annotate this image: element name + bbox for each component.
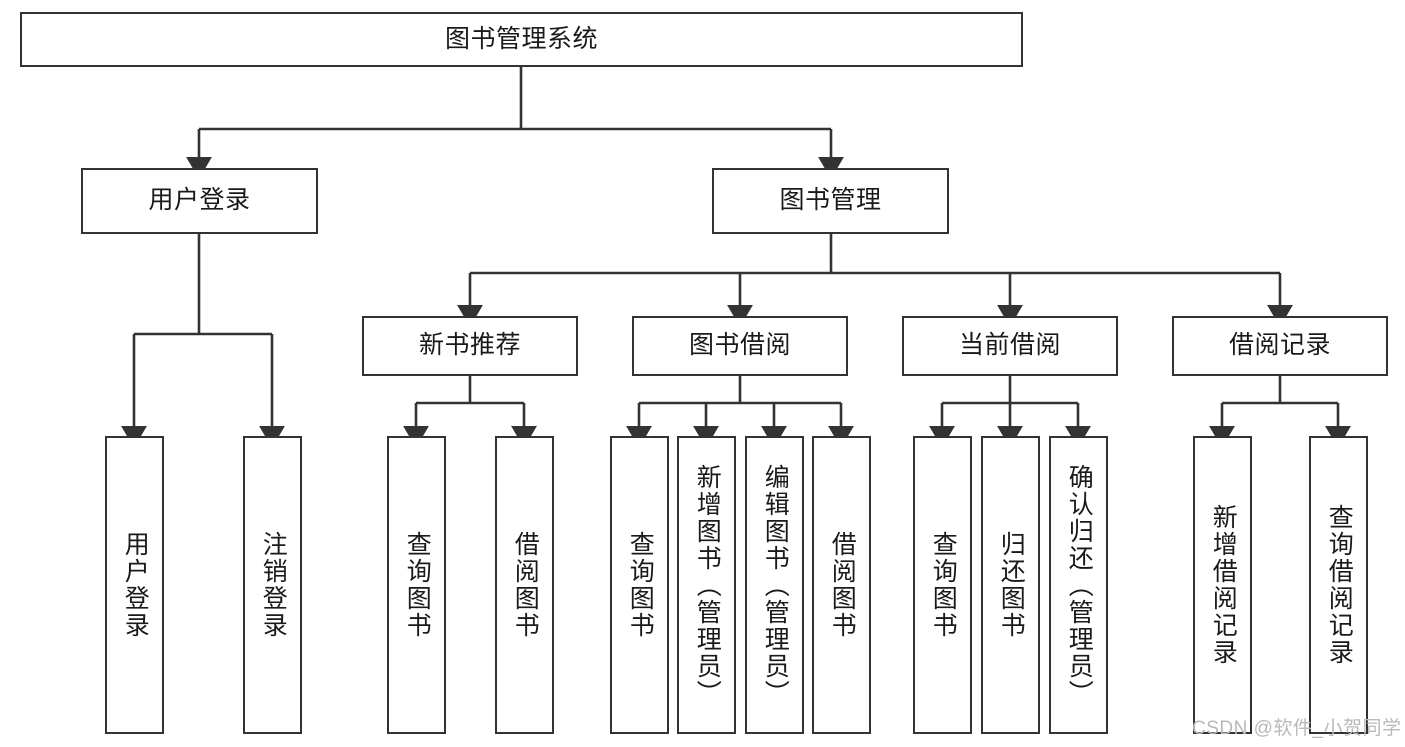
node-book-manage[interactable]: 图书管理 bbox=[712, 168, 949, 234]
csdn-watermark: CSDN @软件_小贺同学 bbox=[1192, 718, 1402, 739]
node-leaf-confirm-return-label: 确认归还（管理员） bbox=[1065, 463, 1094, 707]
node-new-book-recommend[interactable]: 新书推荐 bbox=[362, 316, 578, 376]
node-leaf-query-book-2[interactable]: 查询图书 bbox=[610, 436, 669, 734]
node-leaf-borrow-book-1[interactable]: 借阅图书 bbox=[495, 436, 554, 734]
node-leaf-query-book-3-label: 查询图书 bbox=[929, 531, 958, 639]
node-leaf-logout[interactable]: 注销登录 bbox=[243, 436, 302, 734]
node-leaf-borrow-book-2[interactable]: 借阅图书 bbox=[812, 436, 871, 734]
node-leaf-add-record-label: 新增借阅记录 bbox=[1209, 504, 1238, 666]
node-leaf-query-record-label: 查询借阅记录 bbox=[1325, 504, 1354, 666]
node-leaf-query-record[interactable]: 查询借阅记录 bbox=[1309, 436, 1368, 734]
node-user-login-label: 用户登录 bbox=[148, 186, 251, 215]
node-leaf-edit-book-label: 编辑图书（管理员） bbox=[761, 463, 790, 707]
node-leaf-logout-label: 注销登录 bbox=[259, 531, 288, 639]
node-borrow-record-label: 借阅记录 bbox=[1228, 331, 1331, 360]
node-book-manage-label: 图书管理 bbox=[779, 186, 882, 215]
node-new-book-recommend-label: 新书推荐 bbox=[418, 331, 521, 360]
node-leaf-return-book[interactable]: 归还图书 bbox=[981, 436, 1040, 734]
node-leaf-query-book-1-label: 查询图书 bbox=[403, 531, 432, 639]
node-book-borrow-label: 图书借阅 bbox=[688, 331, 791, 360]
node-leaf-query-book-2-label: 查询图书 bbox=[626, 531, 655, 639]
node-leaf-confirm-return[interactable]: 确认归还（管理员） bbox=[1049, 436, 1108, 734]
node-current-borrow[interactable]: 当前借阅 bbox=[902, 316, 1118, 376]
node-leaf-user-login-label: 用户登录 bbox=[121, 531, 150, 639]
node-leaf-borrow-book-2-label: 借阅图书 bbox=[828, 531, 857, 639]
node-root[interactable]: 图书管理系统 bbox=[20, 12, 1023, 67]
node-leaf-borrow-book-1-label: 借阅图书 bbox=[511, 531, 540, 639]
node-current-borrow-label: 当前借阅 bbox=[958, 331, 1061, 360]
node-leaf-add-book[interactable]: 新增图书（管理员） bbox=[677, 436, 736, 734]
node-leaf-edit-book[interactable]: 编辑图书（管理员） bbox=[745, 436, 804, 734]
node-leaf-query-book-1[interactable]: 查询图书 bbox=[387, 436, 446, 734]
node-leaf-add-record[interactable]: 新增借阅记录 bbox=[1193, 436, 1252, 734]
node-book-borrow[interactable]: 图书借阅 bbox=[632, 316, 848, 376]
node-leaf-return-book-label: 归还图书 bbox=[997, 531, 1026, 639]
node-leaf-add-book-label: 新增图书（管理员） bbox=[693, 463, 722, 707]
node-leaf-query-book-3[interactable]: 查询图书 bbox=[913, 436, 972, 734]
node-user-login[interactable]: 用户登录 bbox=[81, 168, 318, 234]
node-leaf-user-login[interactable]: 用户登录 bbox=[105, 436, 164, 734]
node-borrow-record[interactable]: 借阅记录 bbox=[1172, 316, 1388, 376]
node-root-label: 图书管理系统 bbox=[444, 24, 598, 53]
